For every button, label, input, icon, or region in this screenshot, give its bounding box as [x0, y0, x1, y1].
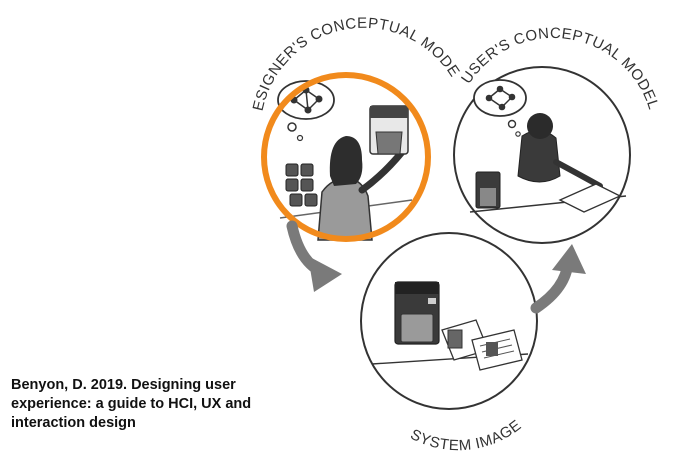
coffee-maker-icon: [369, 105, 409, 155]
user-panel: [453, 66, 631, 244]
citation-line-2: experience: a guide to HCI, UX and: [11, 396, 252, 412]
citation-text: Benyon, D. 2019. Designing user experien…: [11, 376, 311, 433]
designer-figure: [317, 136, 406, 241]
system-image-panel: [360, 232, 538, 410]
manual-book-icon: [558, 183, 622, 213]
thought-bubble-network-icon: [277, 80, 335, 142]
citation-line-1: Benyon, D. 2019. Designing user: [11, 377, 236, 393]
coffee-maker-icon: [394, 281, 440, 345]
designer-panel: [261, 72, 431, 242]
user-figure: [517, 113, 603, 189]
highlight-ring: [261, 72, 431, 242]
system-image-label: SYSTEM IMAGE: [408, 417, 525, 455]
control-cubes: [285, 163, 318, 207]
arrow-system-to-user: [530, 244, 586, 314]
thought-bubble-network-icon: [473, 79, 527, 137]
citation-line-3: interaction design: [11, 415, 136, 431]
arrow-designer-to-system: [286, 220, 342, 292]
coffee-maker-icon: [475, 171, 501, 209]
manual-book-icon: [441, 319, 523, 371]
